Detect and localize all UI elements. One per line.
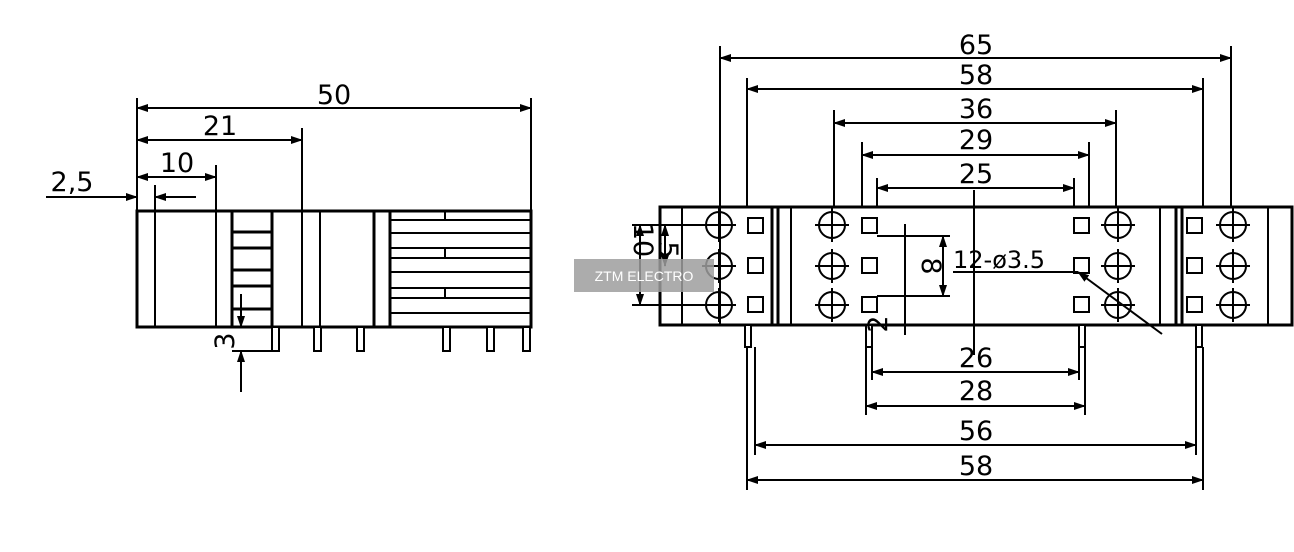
dim-label-29: 29 bbox=[959, 125, 993, 156]
dim-label-8-vertical: 8 bbox=[915, 257, 946, 274]
dim-label-10: 10 bbox=[160, 148, 194, 179]
dim-label-36: 36 bbox=[959, 94, 993, 125]
terminal-slots bbox=[747, 217, 1203, 313]
top-view: 65 58 36 29 25 26 28 56 58 10 5 bbox=[627, 30, 1294, 490]
side-view: 50 21 10 2,5 3 bbox=[46, 80, 533, 392]
watermark-text: ZTM ELECTRO bbox=[595, 268, 694, 284]
dim-label-58-bottom: 58 bbox=[959, 451, 993, 482]
dim-label-5-vertical: 5 bbox=[652, 241, 683, 258]
dim-label-65: 65 bbox=[959, 30, 993, 61]
dim-label-3: 3 bbox=[210, 332, 241, 349]
terminal-holes bbox=[702, 208, 1250, 322]
dim-label-26: 26 bbox=[959, 343, 993, 374]
dim-label-28: 28 bbox=[959, 376, 993, 407]
dim-label-2-vertical: 2 bbox=[863, 315, 894, 332]
dim-label-25: 25 bbox=[959, 159, 993, 190]
hole-note: 12-ø3.5 bbox=[953, 246, 1045, 274]
dim-label-56: 56 bbox=[959, 416, 993, 447]
side-body-outline bbox=[135, 209, 533, 329]
dim-label-58-top: 58 bbox=[959, 60, 993, 91]
dim-label-21: 21 bbox=[203, 111, 237, 142]
dim-label-50: 50 bbox=[317, 80, 351, 111]
watermark: ZTM ELECTRO bbox=[574, 259, 714, 292]
dim-label-10-vertical: 10 bbox=[627, 223, 658, 257]
dim-label-2-5: 2,5 bbox=[51, 167, 94, 198]
